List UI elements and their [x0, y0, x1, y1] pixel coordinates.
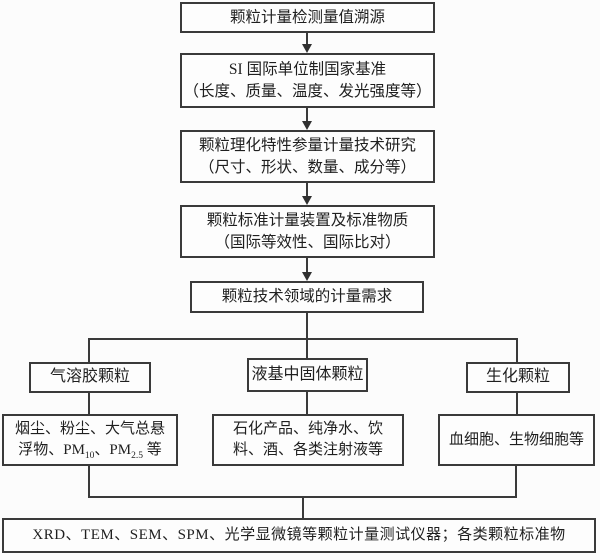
- node-quantity-value-traceability: 颗粒计量检测量值溯源: [180, 2, 435, 33]
- examples-line: 石化产品、纯净水、饮: [232, 421, 383, 437]
- examples-line: 料、酒、各类注射液等: [232, 442, 383, 458]
- connector-aerosol-examples: [88, 393, 90, 414]
- branch-label: 气溶胶颗粒: [49, 368, 130, 386]
- node-label: 颗粒技术领域的计量需求: [221, 288, 393, 306]
- branch-biochemical-particles: 生化颗粒: [466, 362, 570, 393]
- pm25-subscript: 2.5: [131, 451, 143, 461]
- node-label: 颗粒标准计量装置及标准物质: [206, 211, 409, 229]
- connector-drop-left: [88, 338, 90, 362]
- node-label: SI 国际单位制国家基准: [228, 60, 387, 78]
- box-liquid-examples: 石化产品、纯净水、饮 料、酒、各类注射液等: [212, 414, 404, 466]
- node-standard-devices-materials: 颗粒标准计量装置及标准物质 （国际等效性、国际比对）: [180, 205, 435, 258]
- flow-arrow-1-shaft: [306, 33, 308, 45]
- box-aerosol-examples: 烟尘、粉尘、大气总悬 浮物、PM10、PM2.5 等: [2, 414, 178, 466]
- flow-arrow-3-shaft: [306, 183, 308, 197]
- node-sublabel: （长度、质量、温度、发光强度等）: [183, 82, 432, 100]
- examples-line: 血细胞、生物细胞等: [448, 431, 584, 448]
- node-sublabel: （国际等效性、国际比对）: [214, 233, 401, 251]
- collector-drop-right: [515, 466, 517, 497]
- connector-bio-examples: [516, 393, 518, 414]
- branch-label: 生化颗粒: [485, 368, 550, 386]
- arrowhead-down-icon: [302, 121, 312, 130]
- connector-liquid-examples: [306, 392, 308, 414]
- flow-arrow-2-shaft: [306, 108, 308, 122]
- examples-line: 烟尘、粉尘、大气总悬: [14, 421, 165, 437]
- node-si-national-standards: SI 国际单位制国家基准 （长度、质量、温度、发光强度等）: [180, 53, 435, 108]
- connector-drop-right: [516, 338, 518, 362]
- arrowhead-down-icon: [302, 44, 312, 53]
- node-metrology-demand: 颗粒技术领域的计量需求: [190, 281, 424, 313]
- box-instruments-footer: XRD、TEM、SEM、SPM、光学显微镜等颗粒计量测试仪器；各类颗粒标准物: [2, 518, 596, 553]
- branch-aerosol-particles: 气溶胶颗粒: [29, 362, 151, 393]
- arrowhead-down-icon: [302, 196, 312, 205]
- footer-label: XRD、TEM、SEM、SPM、光学显微镜等颗粒计量测试仪器；各类颗粒标准物: [32, 527, 566, 543]
- flow-arrow-4-shaft: [306, 258, 308, 273]
- collector-feed: [302, 496, 304, 518]
- pm10-subscript: 10: [84, 451, 95, 461]
- branch-liquid-solid-particles: 液基中固体颗粒: [247, 358, 368, 392]
- node-label: 颗粒计量检测量值溯源: [229, 8, 385, 26]
- branch-label: 液基中固体颗粒: [251, 365, 364, 383]
- node-label: 颗粒理化特性参量计量技术研究: [198, 136, 416, 154]
- box-bio-examples: 血细胞、生物细胞等: [438, 414, 595, 466]
- arrowhead-down-icon: [302, 272, 312, 281]
- node-physicochemical-research: 颗粒理化特性参量计量技术研究 （尺寸、形状、数量、成分等）: [180, 130, 435, 183]
- examples-line-pm: 浮物、PM10、PM2.5 等: [18, 442, 162, 461]
- node-sublabel: （尺寸、形状、数量、成分等）: [198, 158, 416, 176]
- connector-distributor: [88, 338, 518, 340]
- connector-riser: [306, 313, 308, 339]
- connector-drop-middle: [306, 338, 308, 358]
- collector-drop-left: [88, 466, 90, 497]
